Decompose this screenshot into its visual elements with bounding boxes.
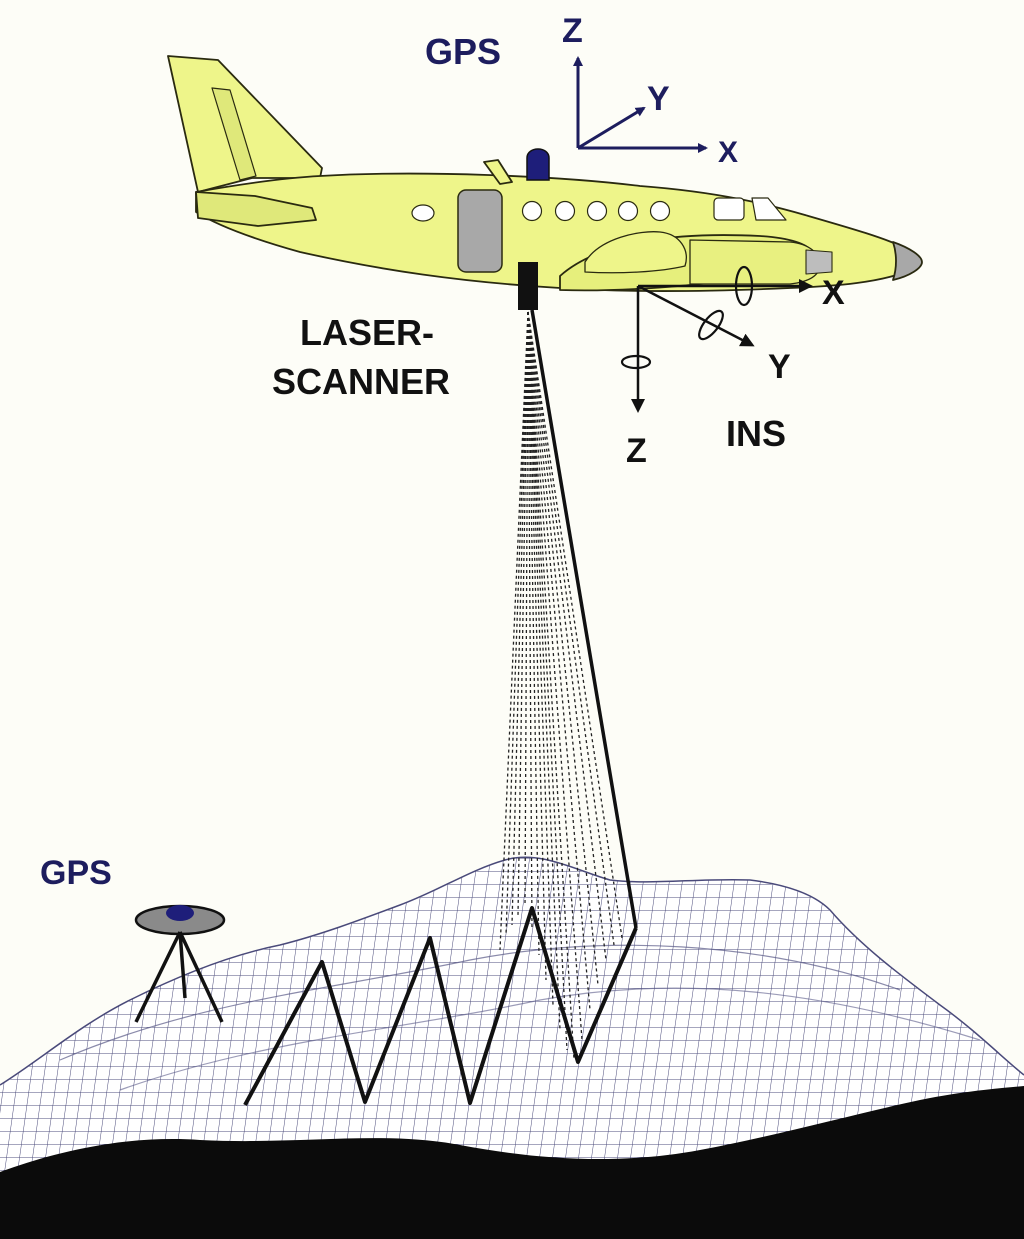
laser-beam-edge (530, 309, 638, 929)
gps-tripod-icon (134, 904, 226, 1023)
ground-base (0, 1086, 1024, 1239)
scan-zigzag (243, 906, 638, 1106)
ins-axis-y-label: Y (768, 348, 791, 386)
ins-label: INS (726, 413, 786, 454)
aircraft-icon (167, 55, 923, 292)
laser-beam-fan (499, 311, 623, 1061)
laser-scanner-label-line2: SCANNER (272, 361, 450, 402)
gps-axis-z-label: Z (562, 12, 583, 50)
laser-scanner-icon (518, 262, 538, 310)
gps-antenna-icon (526, 148, 550, 181)
gps-axis-x-label: X (718, 136, 738, 169)
ins-axis-z-label: Z (626, 432, 647, 470)
gps-aircraft-label: GPS (425, 31, 501, 72)
gps-axis-y-label: Y (647, 80, 670, 118)
ins-axis-x-label: X (822, 274, 845, 312)
ins-axes (620, 265, 813, 413)
laser-scanner-label-line1: LASER- (300, 312, 434, 353)
gps-axes (573, 56, 708, 153)
gps-ground-label: GPS (40, 854, 112, 892)
